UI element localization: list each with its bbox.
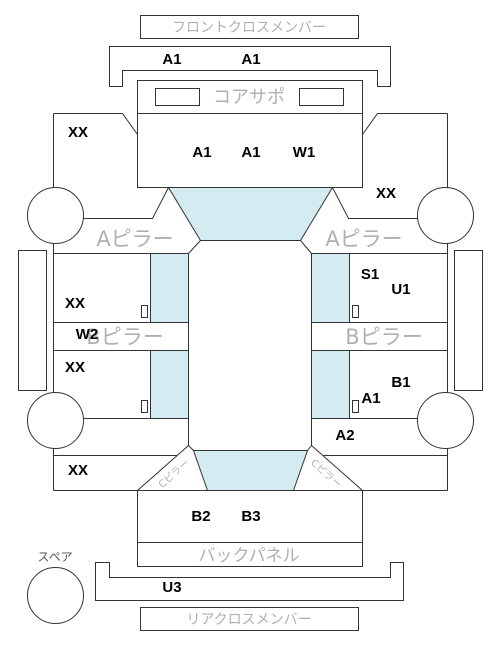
right-rear-door-code-1: B1	[391, 374, 410, 391]
rear-left-wheel-icon	[27, 392, 84, 449]
right-front-door-code-1: S1	[361, 266, 379, 283]
dash-panel	[167, 187, 334, 241]
spare-label: スペア	[37, 550, 72, 564]
back-panel-label: バックパネル	[198, 546, 299, 566]
cabin-rear-right-wall	[307, 418, 312, 451]
trunk-panel-outline	[137, 490, 363, 567]
c-pillar-left-label: Cピラー	[156, 457, 192, 491]
core-support-right-slot	[299, 88, 344, 106]
rear-cross-member-label: リアクロスメンバー	[186, 612, 311, 628]
core-support-label: コアサポ	[213, 87, 285, 108]
left-rear-code: XX	[68, 462, 88, 479]
left-side-sill	[18, 250, 47, 391]
front-side-member-channel	[109, 46, 391, 87]
front-right-code: XX	[376, 185, 396, 202]
engine-room-code-2: A1	[241, 144, 260, 161]
front-right-wheel-icon	[417, 187, 474, 244]
body-outline-group	[18, 15, 483, 631]
a-pillar-left-label: Aピラー	[96, 227, 173, 251]
right-front-door-code-2: U1	[391, 281, 410, 298]
rear-floor-panel	[192, 450, 309, 491]
front-side-member-code-left: A1	[162, 51, 181, 68]
front-side-member-code-right: A1	[241, 51, 260, 68]
front-cross-member-label: フロントクロスメンバー	[172, 20, 326, 36]
right-front-fender-bottom	[332, 187, 448, 219]
cabin-front-right-corner	[300, 240, 312, 254]
left-rear-door-code: XX	[65, 359, 85, 376]
right-front-fender-top	[362, 113, 448, 135]
left-front-fender-bottom	[53, 187, 169, 219]
engine-room-code-1: A1	[192, 144, 211, 161]
trunk-floor-code-1: B2	[191, 508, 210, 525]
rear-right-wheel-icon	[417, 392, 474, 449]
right-rear-door-handle	[352, 400, 359, 413]
right-rear-door-code-2: A1	[361, 390, 380, 407]
right-c-pillar-edge	[311, 445, 363, 491]
rear-cross-member-box	[140, 607, 359, 631]
left-front-door-handle	[141, 305, 148, 318]
front-cross-member-box	[140, 15, 359, 39]
spare-tire-icon	[27, 567, 84, 624]
left-b-pillar-code: W2	[76, 326, 99, 343]
a-pillar-right-label: Aピラー	[325, 227, 402, 251]
b-pillar-right-label: Bピラー	[345, 325, 422, 349]
trunk-floor-code-2: B3	[241, 508, 260, 525]
left-front-fender-top	[53, 113, 138, 135]
rear-cross-member-channel	[95, 562, 404, 601]
left-c-pillar-edge	[137, 445, 189, 491]
right-b-pillar-band	[311, 322, 448, 351]
cabin-rear-left-wall	[188, 418, 194, 451]
front-left-code: XX	[68, 124, 88, 141]
right-front-door-handle	[352, 305, 359, 318]
core-support-left-slot	[155, 88, 200, 106]
right-side-sill	[454, 250, 483, 391]
rear-cross-member-code: U3	[162, 579, 181, 596]
cabin-front-left-corner	[188, 240, 201, 254]
b-pillar-left-label: Bピラー	[86, 325, 163, 349]
right-rear-quarter-code: A2	[335, 427, 354, 444]
left-rear-door-handle	[141, 400, 148, 413]
c-pillar-right-label: Cピラー	[308, 457, 344, 491]
left-front-door-code: XX	[65, 295, 85, 312]
front-left-wheel-icon	[27, 187, 84, 244]
engine-room-code-3: W1	[293, 144, 316, 161]
left-b-pillar-band	[53, 322, 189, 351]
